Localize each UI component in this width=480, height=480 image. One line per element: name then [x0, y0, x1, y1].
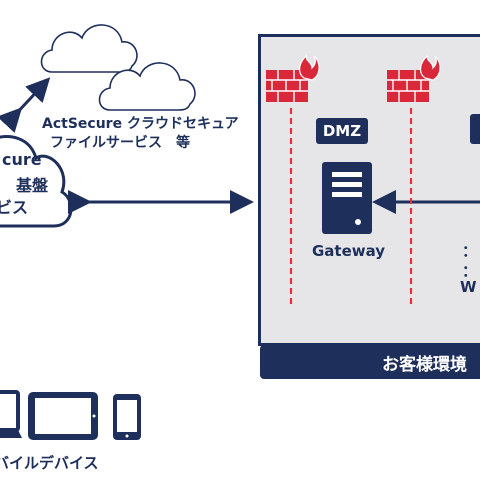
partial-text-2: ： [462, 262, 478, 280]
partial-text-3: W [460, 278, 477, 296]
left-cloud-text-line1: cure [2, 150, 42, 169]
service-cloud-icon [40, 24, 196, 111]
customer-environment-label: お客様環境 [382, 354, 467, 375]
firewall-icon-right [387, 54, 441, 102]
left-cloud-text-line2: 基盤 [16, 176, 49, 195]
customer-environment-bar: お客様環境 [260, 345, 480, 379]
cloud-link-arrow [0, 77, 51, 133]
dmz-label: DMZ [316, 118, 368, 144]
partial-text-1: ： [462, 242, 478, 260]
cloud-service-label-line1: ActSecure クラウドセキュア [42, 116, 239, 132]
devices-label: バイルデバイス [0, 454, 99, 472]
left-cloud-text-line3: ビス [0, 198, 29, 217]
firewall-icon-left [266, 54, 320, 102]
left-cloud-icon [0, 135, 73, 228]
gateway-server-icon [322, 162, 372, 234]
partial-right-tag [470, 114, 480, 144]
laptop-icon [0, 390, 22, 438]
cloud-service-label-line2: ファイルサービス 等 [50, 135, 190, 151]
phone-icon [113, 394, 141, 440]
tablet-icon [28, 392, 98, 440]
gateway-label: Gateway [312, 242, 386, 260]
